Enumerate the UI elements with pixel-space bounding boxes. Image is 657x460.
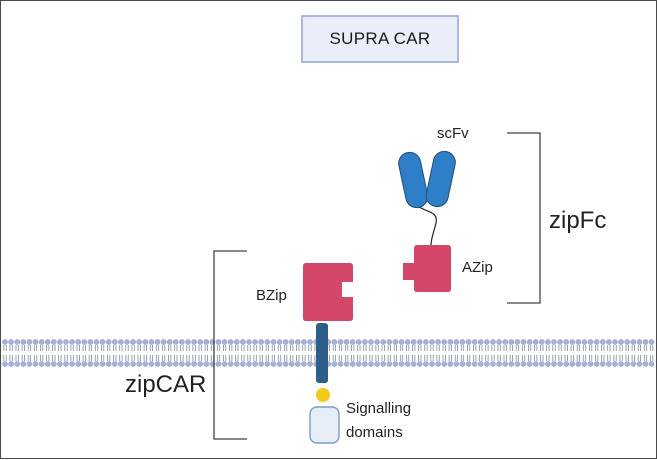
cell-membrane — [2, 339, 655, 367]
signalling-label-line1: Signalling — [346, 400, 412, 417]
scfv-chain-left — [398, 151, 429, 209]
scfv-linker — [413, 201, 437, 246]
zipfc-bracket — [507, 132, 541, 304]
bzip-label: BZip — [256, 287, 287, 304]
scfv-label: scFv — [437, 125, 469, 142]
transmembrane-domain — [316, 323, 328, 383]
title-box: SUPRA CAR — [301, 15, 459, 63]
zipcar-bracket — [213, 250, 247, 440]
zipcar-label: zipCAR — [125, 371, 207, 398]
hinge-dot — [316, 388, 330, 402]
azip-domain — [403, 245, 451, 292]
bzip-domain — [303, 263, 353, 321]
signalling-domains-box — [309, 406, 340, 444]
zipfc-label: zipFc — [549, 207, 607, 234]
scfv-antibody-fragment — [398, 150, 456, 209]
scfv-chain-right — [425, 150, 456, 208]
membrane-lipid-heads — [2, 339, 655, 367]
azip-label: AZip — [462, 259, 493, 276]
membrane-lipid-tails — [3, 345, 654, 361]
signalling-label-line2: domains — [346, 424, 403, 441]
